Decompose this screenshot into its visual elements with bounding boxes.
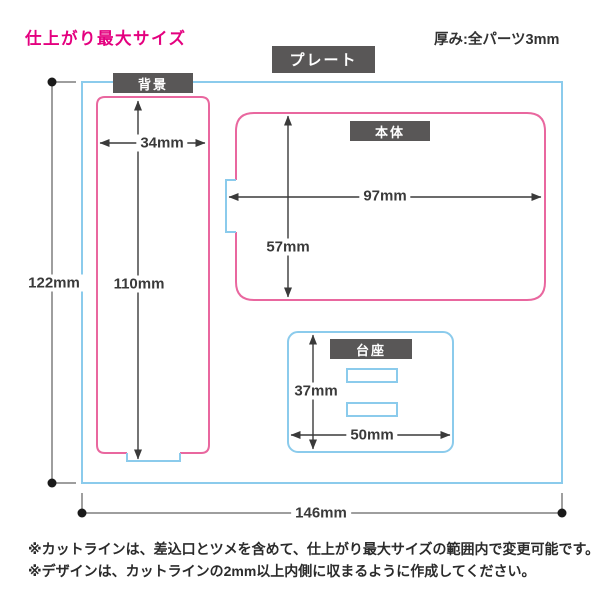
dim-background-height: 110mm [109, 275, 169, 293]
background-piece-outline [96, 96, 210, 454]
dim-background-width: 34mm [136, 134, 188, 152]
plate-label: プレート [272, 46, 375, 73]
background-tab-outline [126, 453, 181, 462]
dim-body-width: 97mm [359, 187, 411, 205]
background-label: 背景 [113, 73, 193, 93]
footnote-line-2: ※デザインは、カットラインの2mm以上内側に収まるように作成してください。 [28, 563, 536, 579]
body-tab-outline [225, 179, 236, 233]
dim-base-height: 37mm [290, 382, 342, 400]
dim-body-height: 57mm [262, 238, 314, 256]
dim-plate-height: 122mm [24, 274, 84, 292]
body-label: 本体 [350, 121, 430, 141]
thickness-note: 厚み:全パーツ3mm [434, 32, 560, 48]
base-label: 台座 [330, 339, 412, 359]
dim-plate-width: 146mm [291, 504, 351, 522]
base-slot-1 [346, 368, 398, 383]
measure-dot [77, 508, 87, 518]
footnote-line-1: ※カットラインは、差込口とツメを含めて、仕上がり最大サイズの範囲内で変更可能です… [28, 541, 600, 557]
dim-base-width: 50mm [346, 426, 398, 444]
measure-dot [557, 508, 567, 518]
footnotes: ※カットラインは、差込口とツメを含めて、仕上がり最大サイズの範囲内で変更可能です… [28, 538, 599, 582]
body-piece-outline [235, 112, 546, 301]
measure-dot [47, 478, 57, 488]
base-slot-2 [346, 402, 398, 417]
measure-dot [47, 77, 57, 87]
base-piece-outline [287, 331, 454, 453]
page-title: 仕上がり最大サイズ [25, 30, 187, 48]
